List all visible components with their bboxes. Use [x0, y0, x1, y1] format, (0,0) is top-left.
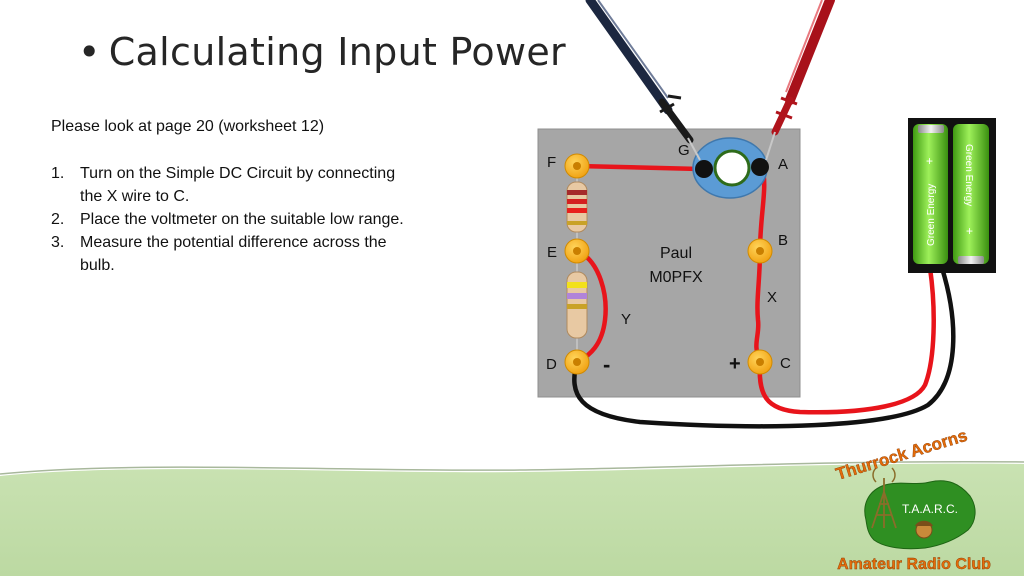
title-text: Calculating Input Power	[108, 30, 566, 74]
instruction-step: 2. Place the voltmeter on the suitable lo…	[51, 208, 411, 231]
radio-wave-icon	[872, 467, 896, 483]
terminal-label-b: B	[778, 232, 788, 249]
instruction-step: 1. Turn on the Simple DC Circuit by conne…	[51, 162, 411, 208]
step-number: 1.	[51, 165, 65, 182]
red-wire-f-g	[575, 163, 703, 172]
bulb-contact-a	[751, 158, 769, 176]
terminal-label-f: F	[547, 154, 556, 171]
black-wire	[572, 265, 956, 429]
board-label-callsign: M0PFX	[649, 269, 703, 286]
terminal-label-a: A	[778, 156, 788, 173]
wire-y	[575, 248, 608, 365]
terminal-label-g: G	[678, 142, 690, 159]
terminal-label-c: C	[780, 355, 791, 372]
battery-label-1: Green Energy	[926, 184, 937, 246]
step-text: Place the voltmeter on the suitable low …	[80, 211, 404, 228]
bulb-contact-g	[695, 160, 713, 178]
logo-subtitle: Amateur Radio Club	[837, 556, 991, 573]
step-text: Turn on the Simple DC Circuit by connect…	[80, 165, 396, 205]
logo-badge-text: T.A.A.R.C.	[902, 502, 958, 516]
battery-label-2: Green Energy	[963, 144, 974, 206]
battery-plus-2: +	[966, 224, 973, 238]
worksheet-reference: Please look at page 20 (worksheet 12)	[51, 118, 325, 135]
terminal-d	[564, 349, 590, 375]
black-probe	[585, 0, 701, 161]
resistor-2	[566, 271, 588, 339]
antenna-icon	[871, 478, 897, 529]
resistor-1	[566, 181, 588, 233]
step-number: 2.	[51, 211, 65, 228]
battery-pack: + + Green Energy Green Energy	[908, 118, 996, 273]
board-label-name: Paul	[660, 245, 692, 262]
bulb-holder	[692, 137, 769, 199]
battery-plus-1: +	[926, 154, 933, 168]
terminal-label-d: D	[546, 356, 557, 373]
step-text: Measure the potential difference across …	[80, 234, 387, 274]
terminal-e	[564, 238, 590, 264]
wire-label-y: Y	[621, 311, 631, 328]
red-probe	[765, 0, 835, 161]
ground-edge-line	[0, 460, 1024, 475]
wire-label-x: X	[767, 289, 777, 306]
instruction-list: 1. Turn on the Simple DC Circuit by conne…	[51, 162, 411, 277]
step-number: 3.	[51, 234, 65, 251]
instruction-step: 3. Measure the potential difference acros…	[51, 231, 411, 277]
slide-title: •Calculating Input Power	[78, 30, 566, 74]
terminal-b	[747, 238, 773, 264]
terminal-f	[564, 153, 590, 179]
logo-map-shape	[864, 480, 976, 550]
polarity-plus: +	[729, 353, 741, 375]
terminal-c	[747, 349, 773, 375]
wire-x	[754, 165, 767, 363]
polarity-minus: -	[603, 352, 610, 377]
title-bullet: •	[78, 30, 101, 74]
ground-strip	[0, 463, 1024, 576]
red-wire-to-battery	[757, 265, 936, 415]
terminal-label-e: E	[547, 244, 557, 261]
bulb	[713, 149, 751, 187]
